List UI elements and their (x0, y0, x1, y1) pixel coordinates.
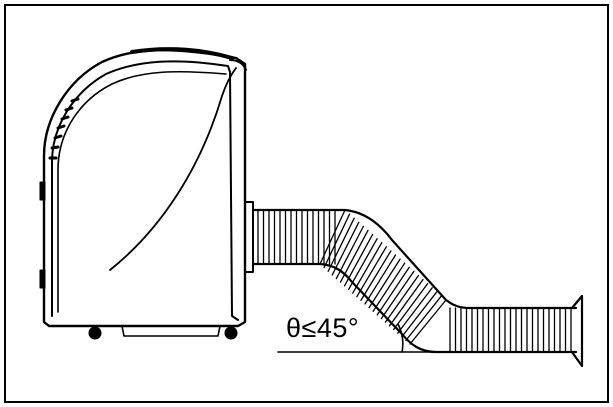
unit-front-panel (51, 60, 231, 317)
unit-side-knob-lower (39, 269, 46, 289)
unit-curve-line (109, 67, 237, 271)
unit-side-knob-upper (39, 181, 46, 201)
hose-rib (347, 237, 378, 291)
hose-rib (405, 295, 443, 342)
hose-rib (409, 299, 447, 345)
hose-rib (384, 274, 420, 323)
hose-rib (356, 246, 387, 298)
angle-arc (397, 323, 404, 353)
hose-connector (244, 201, 254, 273)
hose-rib (327, 217, 355, 272)
hose-rib (335, 225, 365, 280)
hose-rib (319, 209, 346, 265)
hose-rib (323, 213, 351, 269)
unit-top-edge (130, 47, 234, 60)
hose-rib (343, 233, 374, 287)
hose-outline-top (251, 208, 578, 310)
hose-rib (372, 262, 406, 312)
unit-side-panel (229, 71, 239, 321)
angle-label: θ≤45° (286, 313, 360, 343)
hose-rib (364, 254, 397, 305)
diagram-frame (4, 4, 609, 403)
hose-rib (331, 221, 360, 276)
unit-vent-slats (48, 97, 80, 160)
hose-rib (360, 250, 392, 302)
hose-rib (401, 291, 438, 338)
hose-outline-bottom (251, 262, 578, 354)
hose-ribs (257, 209, 572, 353)
unit-base-tray (121, 325, 221, 337)
air-conditioner-unit (39, 47, 247, 340)
exhaust-hose (244, 201, 584, 368)
unit-side-top (229, 59, 247, 71)
hose-rib (388, 278, 424, 327)
unit-front-panel-inner (57, 70, 227, 313)
hose-rib (392, 282, 429, 331)
hose-end-flare (570, 294, 584, 368)
hose-rib (376, 266, 410, 316)
hose-rib (397, 287, 433, 334)
hose-rib (352, 242, 383, 294)
hose-rib (380, 270, 415, 320)
unit-wheel-left (88, 326, 102, 340)
unit-wheel-right (224, 326, 238, 340)
unit-body-outline (42, 48, 247, 328)
hose-rib (339, 229, 369, 283)
hose-rib (368, 258, 401, 309)
